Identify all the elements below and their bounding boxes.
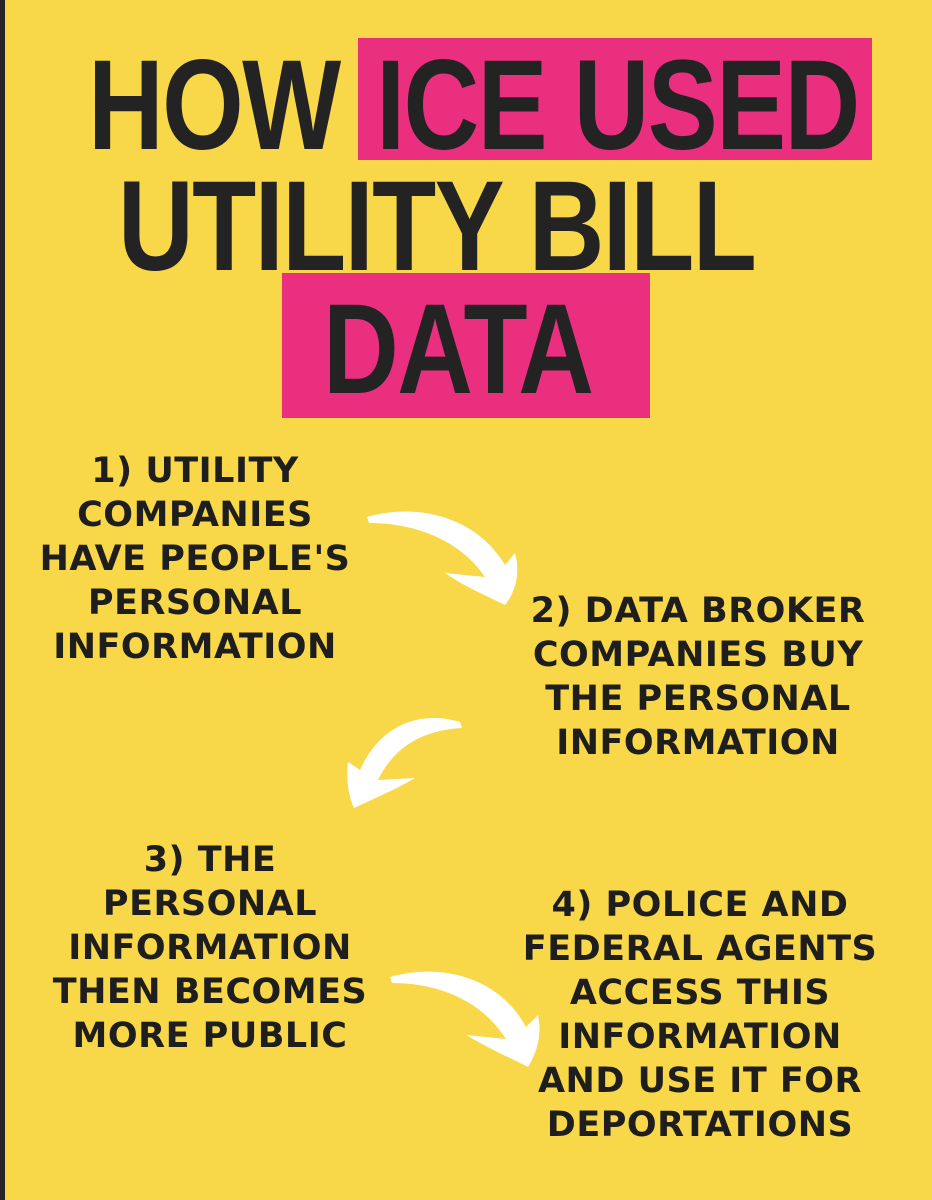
step-4: 4) POLICE AND FEDERAL AGENTS ACCESS THIS…: [510, 883, 890, 1147]
step-1-line: COMPANIES: [77, 495, 313, 535]
title-ice-used: ICE USED: [376, 34, 860, 177]
curved-arrow-down-left-icon: [347, 718, 462, 808]
step-1: 1) UTILITY COMPANIES HAVE PEOPLE'S PERSO…: [20, 449, 370, 669]
step-2-line: INFORMATION: [556, 723, 840, 763]
step-1-line: INFORMATION: [53, 627, 337, 667]
step-4-line: INFORMATION: [558, 1017, 842, 1057]
step-3-line: INFORMATION: [68, 928, 352, 968]
title-data: DATA: [323, 278, 594, 421]
title-how: HOW: [88, 34, 341, 177]
curved-arrow-down-right-icon: [390, 971, 540, 1067]
step-4-line: AND USE IT FOR: [537, 1061, 863, 1101]
step-1-line: PERSONAL: [87, 583, 303, 623]
step-3-line: 3) THE: [143, 840, 277, 880]
step-2-line: THE PERSONAL: [545, 679, 851, 719]
step-4-line: 4) POLICE AND: [551, 885, 849, 925]
step-2: 2) DATA BROKER COMPANIES BUY THE PERSONA…: [508, 589, 888, 765]
curved-arrow-down-right-icon: [367, 511, 518, 605]
step-3-line: THEN BECOMES: [52, 972, 368, 1012]
step-4-line: FEDERAL AGENTS: [522, 929, 878, 969]
step-3-line: MORE PUBLIC: [72, 1016, 348, 1056]
step-1-line: 1) UTILITY: [91, 451, 299, 491]
title-highlight-data: [282, 273, 650, 418]
step-4-line: DEPORTATIONS: [546, 1105, 854, 1145]
title-highlight-ice-used: [358, 38, 872, 160]
step-2-line: 2) DATA BROKER: [530, 591, 866, 631]
step-3: 3) THE PERSONAL INFORMATION THEN BECOMES…: [10, 838, 410, 1058]
left-border: [0, 0, 5, 1200]
step-2-line: COMPANIES BUY: [532, 635, 864, 675]
step-4-line: ACCESS THIS: [569, 973, 831, 1013]
title-utility-bill: UTILITY BILL: [118, 155, 757, 298]
step-3-line: PERSONAL: [102, 884, 318, 924]
step-1-line: HAVE PEOPLE'S: [39, 539, 351, 579]
